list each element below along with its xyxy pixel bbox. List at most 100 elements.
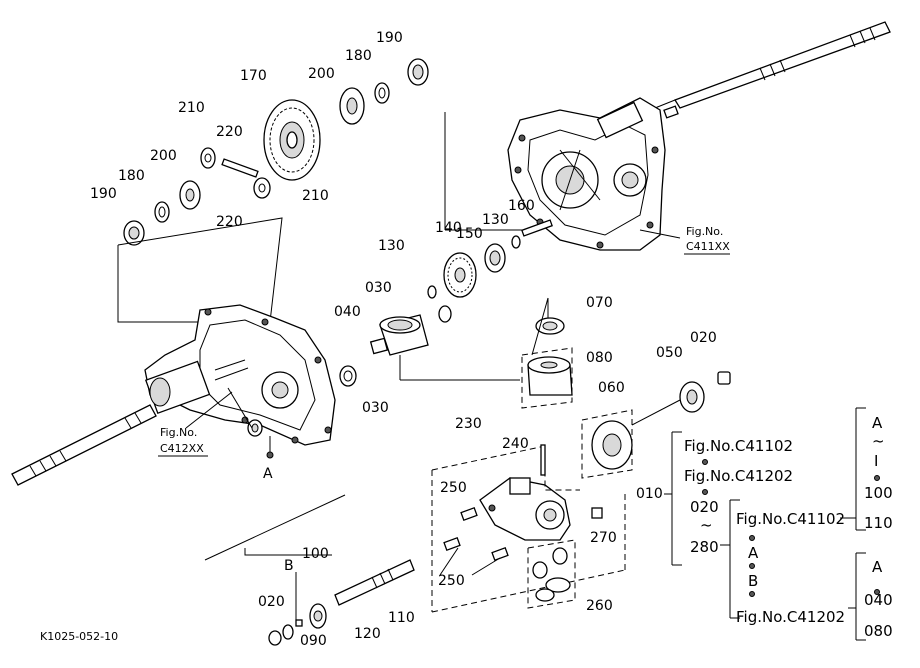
fig-ref-c412-line2: C412XX <box>160 442 204 455</box>
shaft-220 <box>221 158 259 178</box>
seal-070 <box>535 317 565 335</box>
bevel-gear-200-top <box>339 87 365 125</box>
pin-B <box>295 619 303 627</box>
callout-120: 120 <box>354 626 381 642</box>
callout-190-left: 190 <box>90 186 117 202</box>
input-shaft-110 <box>334 559 415 606</box>
legend-fig-c41102-b: Fig.No.C41102 <box>736 510 845 528</box>
legend-range-sym: ~ <box>700 516 713 534</box>
valve-260 <box>532 547 571 602</box>
pump-gear-080 <box>527 356 573 396</box>
group-100-bracket <box>244 548 332 556</box>
left-housing-case <box>144 304 336 446</box>
legend-range-to: 280 <box>690 538 719 556</box>
pin-240 <box>540 444 546 476</box>
washer-180-bottom <box>154 201 170 223</box>
callout-260: 260 <box>586 598 613 614</box>
callout-010: 010 <box>636 486 663 502</box>
gear-140 <box>443 252 477 298</box>
drawing-id: K1025-052-10 <box>40 630 118 643</box>
pump-rotor-060 <box>591 420 633 470</box>
callout-A: A <box>263 466 273 482</box>
callout-140: 140 <box>435 220 462 236</box>
bevel-gear-200-bottom <box>179 180 201 210</box>
callout-170: 170 <box>240 68 267 84</box>
legend-r2-A: A <box>872 558 883 576</box>
legend-r1-A: A <box>872 414 883 432</box>
ring-gear-170 <box>263 99 321 181</box>
bearing-040 <box>369 314 429 356</box>
right-housing-case <box>507 97 666 251</box>
legend-r2-080: 080 <box>864 622 893 640</box>
oil-seal-A <box>247 419 263 437</box>
callout-B: B <box>284 558 294 574</box>
left-axle-shaft <box>11 404 157 486</box>
bolt-250-bottom <box>443 537 509 561</box>
callout-130-top: 130 <box>482 212 509 228</box>
pinion-gear-210-top <box>200 147 216 169</box>
fig-ref-c411-line2: C411XX <box>686 240 730 253</box>
collar-020-bottom <box>268 630 282 646</box>
callout-020-bottom: 020 <box>258 594 285 610</box>
callout-220-bottom: 220 <box>216 214 243 230</box>
left-shaft-leader <box>204 494 346 561</box>
bolt-250-top <box>460 507 478 521</box>
washer-090 <box>282 624 294 640</box>
callout-060: 060 <box>598 380 625 396</box>
bearing-050 <box>679 381 705 413</box>
callout-250-bottom: 250 <box>438 573 465 589</box>
callout-130-left: 130 <box>378 238 405 254</box>
legend-r1-100: 100 <box>864 484 893 502</box>
callout-050: 050 <box>656 345 683 361</box>
right-axle-shaft <box>644 21 891 119</box>
callout-100: 100 <box>302 546 329 562</box>
fig-ref-c412-line1: Fig.No. <box>160 426 197 439</box>
bearing-190-bottom <box>123 220 145 246</box>
callout-200-left: 200 <box>150 148 177 164</box>
plug-020 <box>717 371 731 385</box>
pump-body-230 <box>479 477 571 541</box>
legend-range-from: 020 <box>690 498 719 516</box>
callout-190-top: 190 <box>376 30 403 46</box>
washer-130-bottom <box>427 285 437 299</box>
legend-r1-sym: ~ <box>872 432 885 450</box>
gear-120 <box>309 603 327 629</box>
legend-r1-I: I <box>874 452 878 470</box>
fig-ref-c411-line1: Fig.No. <box>686 225 723 238</box>
fig-c412-pointer <box>185 391 233 429</box>
plug-270 <box>591 507 603 519</box>
collar-030-top <box>438 305 452 323</box>
legend-group2-A: A <box>748 544 759 562</box>
callout-230: 230 <box>455 416 482 432</box>
legend-fig-c41202-a: Fig.No.C41202 <box>684 467 793 485</box>
callout-030-top: 030 <box>365 280 392 296</box>
collar-030-bottom <box>339 365 357 387</box>
callout-210-top: 210 <box>178 100 205 116</box>
group-060-bracket <box>581 409 633 479</box>
group-080-bracket <box>521 347 573 409</box>
callout-080: 080 <box>586 350 613 366</box>
washer-180-top <box>374 82 390 104</box>
callout-250-top: 250 <box>440 480 467 496</box>
callout-200-top: 200 <box>308 66 335 82</box>
callout-150: 150 <box>456 226 483 242</box>
callout-240: 240 <box>502 436 529 452</box>
group-260-bracket <box>527 539 576 609</box>
callout-180-top: 180 <box>345 48 372 64</box>
callout-030-bottom: 030 <box>362 400 389 416</box>
pinion-gear-210-bottom <box>253 177 271 199</box>
callout-160: 160 <box>508 198 535 214</box>
legend-group2-B: B <box>748 572 758 590</box>
legend-r1-110: 110 <box>864 514 893 532</box>
callout-090: 090 <box>300 633 327 649</box>
callout-270: 270 <box>590 530 617 546</box>
callout-220-top: 220 <box>216 124 243 140</box>
bearing-190-top <box>407 58 429 86</box>
callout-180-left: 180 <box>118 168 145 184</box>
callout-020-right: 020 <box>690 330 717 346</box>
fig-c411-pointer <box>639 229 681 239</box>
shaft-160 <box>521 219 553 237</box>
washer-130-top <box>511 235 521 249</box>
